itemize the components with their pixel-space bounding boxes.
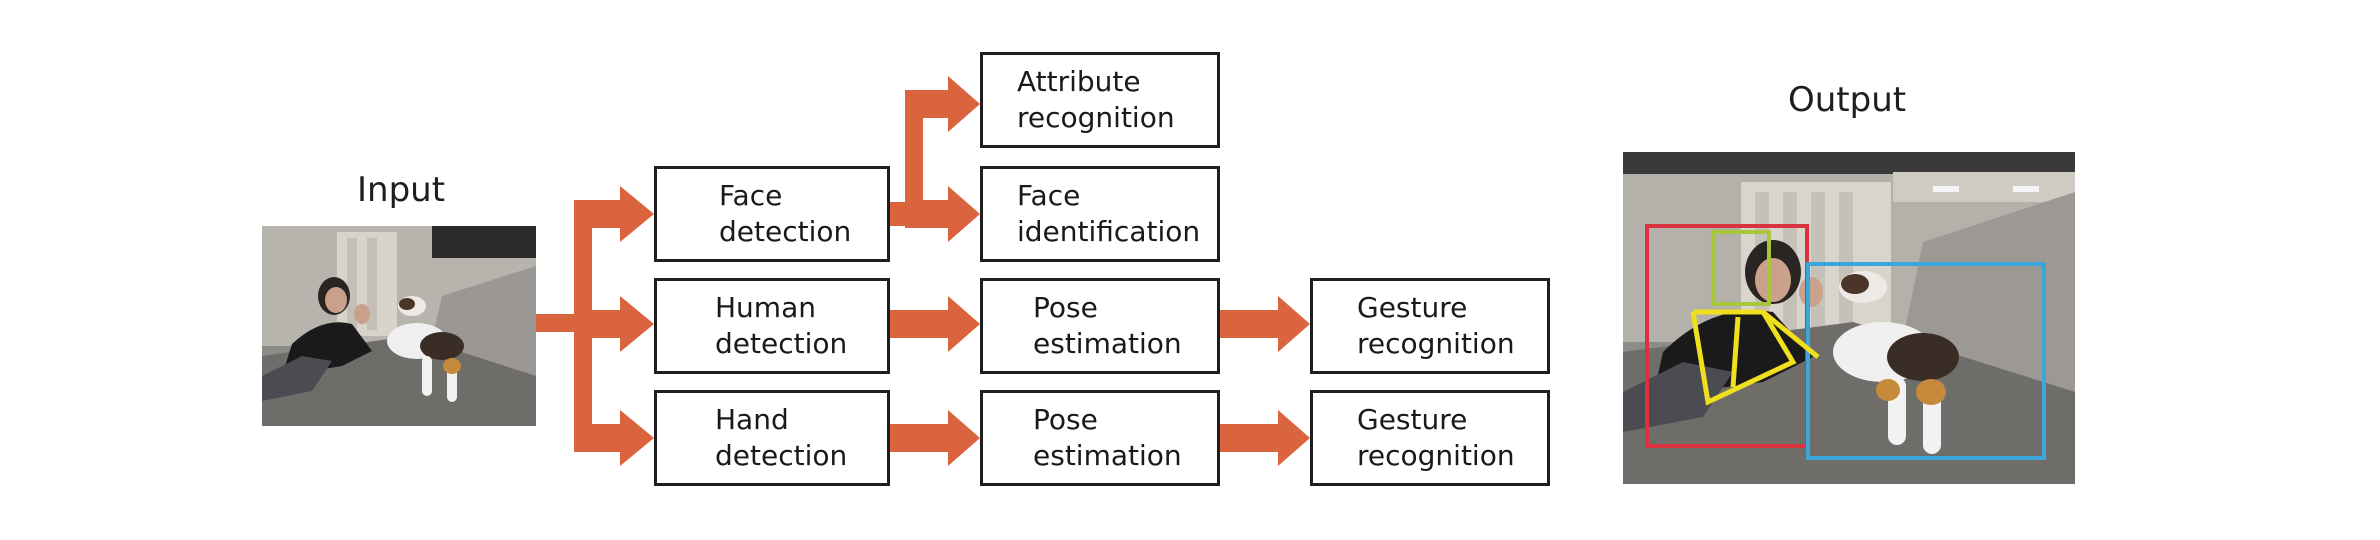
node-pose-estimation-human-label: Pose estimation: [1033, 291, 1182, 360]
arrow-to-attribute-recognition: [905, 76, 980, 132]
node-gesture-recognition-human-label: Gesture recognition: [1357, 291, 1515, 360]
arrow-to-gesture-recognition-hand: [1220, 410, 1310, 466]
node-human-detection: Human detection: [654, 278, 890, 374]
arrow-face-branch-vertical: [905, 92, 923, 226]
node-pose-estimation-hand: Pose estimation: [980, 390, 1220, 486]
arrow-to-face-identification: [905, 186, 980, 242]
node-face-identification-label: Face identification: [1017, 179, 1201, 248]
face-detection-box: [1711, 230, 1771, 306]
arrow-to-pose-estimation-hand: [890, 410, 980, 466]
node-face-identification: Face identification: [980, 166, 1220, 262]
node-gesture-recognition-human: Gesture recognition: [1310, 278, 1550, 374]
node-gesture-recognition-hand-label: Gesture recognition: [1357, 403, 1515, 472]
node-human-detection-label: Human detection: [715, 291, 848, 360]
pose-skeleton-lines: [1690, 309, 1797, 406]
node-attribute-recognition: Attribute recognition: [980, 52, 1220, 148]
input-photo: [262, 226, 536, 426]
node-hand-detection-label: Hand detection: [715, 403, 848, 472]
node-face-detection: Face detection: [654, 166, 890, 262]
arrow-to-hand-detection: [574, 410, 654, 466]
robot-detection-box: [1806, 262, 2046, 460]
node-gesture-recognition-hand: Gesture recognition: [1310, 390, 1550, 486]
node-pose-estimation-human: Pose estimation: [980, 278, 1220, 374]
node-hand-detection: Hand detection: [654, 390, 890, 486]
node-attribute-recognition-label: Attribute recognition: [1017, 65, 1175, 134]
arrow-to-face-detection: [574, 186, 654, 242]
arrow-to-pose-estimation-human: [890, 296, 980, 352]
arrow-to-human-detection: [574, 296, 654, 352]
node-pose-estimation-hand-label: Pose estimation: [1033, 403, 1182, 472]
input-label: Input: [357, 170, 446, 210]
output-photo: [1623, 152, 2075, 484]
node-face-detection-label: Face detection: [719, 179, 852, 248]
output-label: Output: [1788, 80, 1907, 120]
arrow-to-gesture-recognition-human: [1220, 296, 1310, 352]
